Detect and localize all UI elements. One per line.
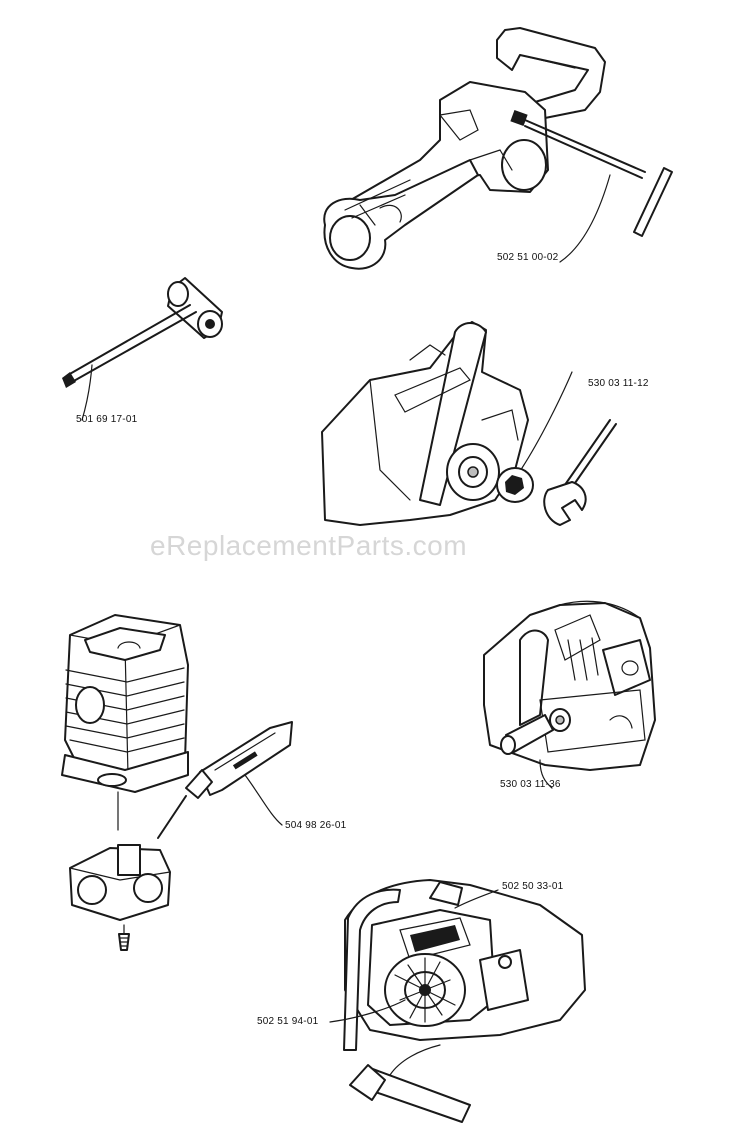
- part-label-502-51-00-02: 502 51 00-02: [497, 252, 559, 263]
- part-label-502-51-94-01: 502 51 94-01: [257, 1016, 319, 1027]
- cylinder-with-sealant: [61, 614, 293, 951]
- rear-handle-with-t-wrench: [323, 27, 673, 270]
- watermark: eReplacementParts.com: [150, 530, 468, 561]
- flywheel-assembly-with-tool: [329, 879, 586, 1123]
- combination-spanner: [62, 277, 223, 421]
- part-label-504-98-26-01: 504 98 26-01: [285, 820, 347, 831]
- part-label-502-50-33-01: 502 50 33-01: [502, 881, 564, 892]
- chainsaw-with-piston-stop: [483, 600, 656, 789]
- part-label-530-03-11-12: 530 03 11-12: [588, 378, 649, 389]
- clutch-assembly-with-wrench: [321, 321, 617, 526]
- part-label-501-69-17-01: 501 69 17-01: [76, 414, 138, 425]
- part-label-530-03-11-36: 530 03 11-36: [500, 779, 561, 790]
